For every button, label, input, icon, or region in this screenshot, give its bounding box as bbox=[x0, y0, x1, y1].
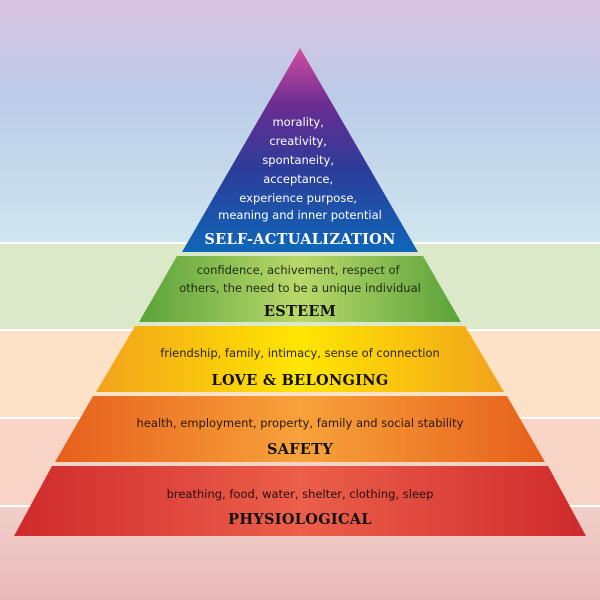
safety-title: SAFETY bbox=[267, 441, 333, 458]
description-line: others, the need to be a unique individu… bbox=[179, 281, 421, 295]
description-line: morality, bbox=[272, 115, 323, 129]
esteem-title: ESTEEM bbox=[264, 303, 336, 320]
description-line: confidence, achivement, respect of bbox=[197, 263, 401, 277]
tier-physiological bbox=[14, 466, 586, 536]
description-line: meaning and inner potential bbox=[218, 208, 382, 222]
love-belonging-description: friendship, family, intimacy, sense of c… bbox=[160, 346, 440, 360]
physiological-description: breathing, food, water, shelter, clothin… bbox=[167, 487, 434, 501]
esteem-description: confidence, achivement, respect of other… bbox=[179, 263, 421, 295]
physiological-title: PHYSIOLOGICAL bbox=[228, 511, 372, 528]
tier-love-belonging bbox=[96, 326, 504, 392]
self-actualization-description: morality, creativity, spontaneity, accep… bbox=[218, 115, 382, 222]
safety-description: health, employment, property, family and… bbox=[137, 416, 464, 430]
tier-safety bbox=[55, 396, 545, 462]
tier-esteem bbox=[139, 256, 461, 322]
description-line: experience purpose, bbox=[239, 191, 357, 205]
description-line: creativity, bbox=[269, 134, 327, 148]
love-belonging-title: LOVE & BELONGING bbox=[211, 372, 388, 389]
description-line: acceptance, bbox=[263, 172, 333, 186]
tier-self-actualization bbox=[182, 48, 418, 252]
self-actualization-title: SELF-ACTUALIZATION bbox=[204, 231, 395, 248]
description-line: spontaneity, bbox=[262, 153, 334, 167]
